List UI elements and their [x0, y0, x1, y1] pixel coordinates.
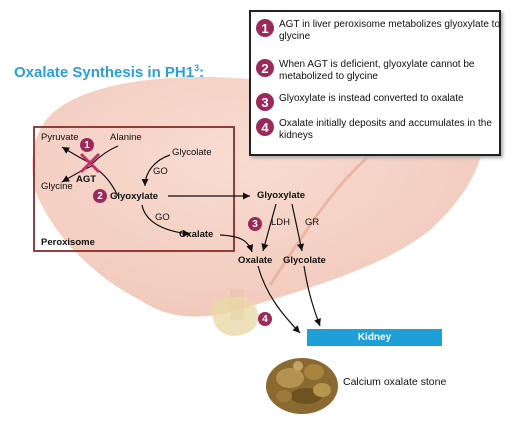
glyoxylate-to-oxalate-arrow [141, 204, 191, 237]
legend-box: 1 AGT in liver peroxisome metabolizes gl… [249, 10, 501, 156]
legend-item-4: 4 Oxalate initially deposits and accumul… [256, 118, 501, 142]
go-enzyme-label-2: GO [155, 212, 170, 223]
glycine-label: Glycine [41, 181, 73, 192]
ldh-enzyme-label: LDH [271, 217, 291, 228]
alanine-label: Alanine [110, 132, 142, 143]
glycolate-to-glyoxylate-arrow [141, 154, 171, 187]
oxalate-label-peroxisome: Oxalate [179, 229, 214, 240]
step-2-marker: 2 [93, 189, 107, 203]
page-title: Oxalate Synthesis in PH13: [14, 63, 205, 81]
legend-text-2: When AGT is deficient, glyoxylate cannot… [279, 59, 475, 82]
kidney-stone-illustration [266, 358, 338, 414]
oxalate-label-cytosol: Oxalate [238, 255, 273, 266]
oxalate-export-arrow [219, 234, 254, 253]
legend-text-4: Oxalate initially deposits and accumulat… [279, 118, 492, 141]
legend-text-3: Glyoxylate is instead converted to oxala… [279, 93, 464, 104]
pyruvate-label: Pyruvate [41, 132, 79, 143]
step-3-badge: 3 [256, 93, 274, 111]
go-enzyme-label-1: GO [153, 166, 168, 177]
step-1-marker: 1 [80, 138, 94, 152]
legend-item-3: 3 Glyoxylate is instead converted to oxa… [256, 93, 501, 111]
stone-caption: Calcium oxalate stone [343, 376, 447, 388]
step-4-marker: 4 [258, 312, 272, 326]
glyoxylate-label-cytosol: Glyoxylate [257, 190, 306, 201]
glycolate-to-kidney-arrow [303, 265, 321, 327]
ldh-arrow [261, 203, 277, 252]
legend-item-1: 1 AGT in liver peroxisome metabolizes gl… [256, 19, 501, 43]
oxalate-to-kidney-arrow [257, 265, 301, 334]
legend-text-1: AGT in liver peroxisome metabolizes glyo… [279, 19, 501, 42]
step-1-badge: 1 [256, 19, 274, 37]
agt-enzyme-label: AGT [76, 174, 97, 185]
step-3-marker: 3 [248, 217, 262, 231]
kidney-box: Kidney [307, 329, 442, 346]
step-4-badge: 4 [256, 118, 274, 136]
alanine-arrow [91, 145, 119, 165]
step-2-badge: 2 [256, 59, 274, 77]
peroxisome-label: Peroxisome [41, 237, 95, 248]
glyoxylate-label-peroxisome: Glyoxylate [110, 191, 159, 202]
glycolate-label: Glycolate [172, 147, 212, 158]
glycolate-label-cytosol: Glycolate [283, 255, 326, 266]
gr-enzyme-label: GR [305, 217, 320, 228]
peroxisome-box [33, 126, 235, 252]
legend-item-2: 2 When AGT is deficient, glyoxylate cann… [256, 59, 501, 83]
gr-arrow [291, 203, 305, 252]
